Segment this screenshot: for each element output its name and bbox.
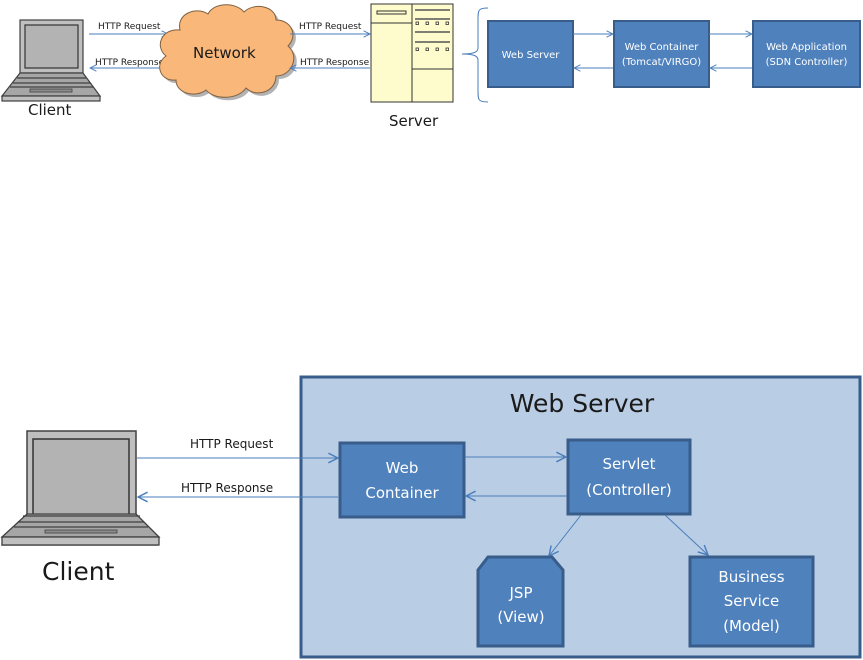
- client-laptop-icon: [0, 19, 102, 102]
- servlet-label-2: (Controller): [586, 481, 672, 499]
- top-web-application-label-1: Web Application: [766, 42, 847, 53]
- business-label-2: Service: [724, 592, 779, 610]
- server-icon: [370, 3, 454, 103]
- top-web-application-label-2: (SDN Controller): [766, 57, 848, 68]
- servlet-to-business-arrow: [664, 514, 708, 555]
- business-service-box: [688, 555, 815, 648]
- top-web-server-label: Web Server: [502, 50, 561, 61]
- server-brace: [461, 7, 489, 103]
- web-container-label-1: Web: [386, 459, 419, 477]
- top-response-label-1: HTTP Response: [95, 58, 165, 68]
- servlet-label-1: Servlet: [602, 455, 655, 473]
- top-web-container-label-1: Web Container: [625, 42, 700, 53]
- bottom-response-label: HTTP Response: [181, 481, 273, 495]
- jsp-box: [476, 555, 565, 648]
- top-web-application-box: [752, 20, 861, 88]
- business-label-3: (Model): [723, 617, 780, 635]
- web-container-label-2: Container: [365, 484, 439, 502]
- top-client-label: Client: [28, 101, 72, 119]
- jsp-label-2: (View): [497, 608, 544, 626]
- bottom-request-label: HTTP Request: [190, 437, 274, 451]
- server-label: Server: [389, 112, 439, 130]
- top-web-container-label-2: (Tomcat/VIRGO): [622, 57, 701, 68]
- top-request-label-2: HTTP Request: [299, 22, 362, 32]
- servlet-to-jsp-arrow: [549, 514, 582, 556]
- bottom-client-label: Client: [42, 557, 115, 586]
- jsp-label-1: JSP: [509, 584, 533, 602]
- network-cloud-icon: [159, 4, 297, 101]
- top-request-label-1: HTTP Request: [98, 22, 161, 32]
- top-response-label-2: HTTP Response: [300, 58, 370, 68]
- bottom-client-laptop-icon: [0, 430, 161, 546]
- business-label-1: Business: [718, 568, 784, 586]
- servlet-box: [566, 438, 692, 516]
- network-label: Network: [193, 44, 256, 62]
- top-web-container-box: [613, 20, 710, 88]
- top-web-server-box: [487, 20, 574, 88]
- web-server-title: Web Server: [510, 389, 655, 418]
- web-container-box: [338, 441, 466, 519]
